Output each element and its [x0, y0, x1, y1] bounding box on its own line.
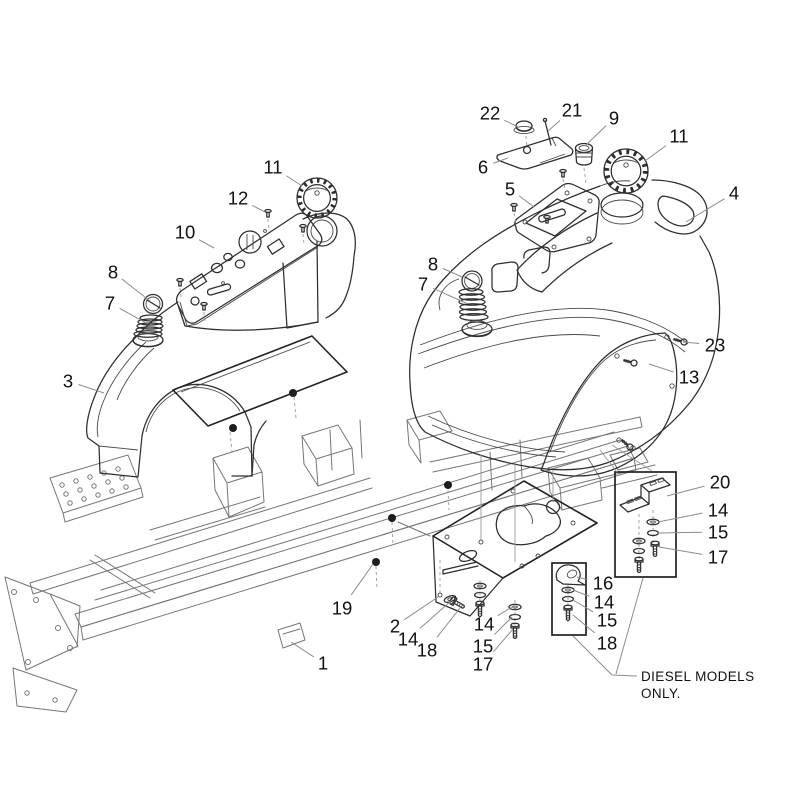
callout-leader-20-29 — [666, 485, 705, 497]
callout-leader-1-0 — [290, 641, 315, 658]
callout-label-11-12: 11 — [263, 157, 282, 178]
diesel-note-line1: DIESEL MODELS — [641, 669, 754, 684]
callout-leader-6-5 — [493, 157, 509, 164]
callout-leader-11-13 — [644, 145, 667, 162]
callout-layer: 1234567878910111112131414141415151516171… — [63, 100, 739, 675]
callout-leader-5-4 — [518, 195, 535, 208]
callout-leader-11-12 — [286, 175, 303, 187]
callout-leader-15-21 — [657, 531, 703, 534]
callout-label-18-26: 18 — [417, 640, 438, 661]
callout-label-22-31: 22 — [480, 103, 501, 124]
callout-label-14-16: 14 — [398, 629, 419, 650]
callout-label-10-11: 10 — [175, 222, 196, 243]
callout-leader-4-3 — [685, 198, 725, 223]
diesel-box-bracket — [599, 444, 677, 578]
callout-label-15-20: 15 — [473, 636, 494, 657]
callout-label-14-19: 14 — [594, 592, 615, 613]
callout-leader-2-1 — [403, 596, 439, 621]
callout-label-15-21: 15 — [708, 522, 729, 543]
fuel-gauge-right — [461, 270, 483, 292]
callout-leader-19-28 — [350, 563, 374, 596]
callout-label-19-28: 19 — [332, 598, 353, 619]
callout-label-6-5: 6 — [478, 157, 488, 178]
diesel-note-leaders — [572, 577, 644, 677]
frame-assembly — [4, 389, 658, 713]
hardware — [442, 580, 522, 640]
callout-label-17-24: 17 — [473, 654, 494, 675]
callout-leader-17-24 — [493, 628, 514, 653]
callout-label-4-3: 4 — [729, 183, 739, 204]
callout-label-14-17: 14 — [474, 614, 495, 635]
callout-label-17-25: 17 — [708, 547, 729, 568]
callout-label-11-13: 11 — [669, 126, 688, 147]
callout-label-3-2: 3 — [63, 371, 73, 392]
callout-leader-22-31 — [504, 119, 519, 128]
callout-label-2-1: 2 — [390, 616, 400, 637]
callout-leader-7-6 — [119, 307, 147, 324]
callout-label-12-14: 12 — [228, 188, 249, 209]
callout-label-13-15: 13 — [679, 367, 700, 388]
side-panel-13 — [540, 332, 678, 477]
callout-label-9-10: 9 — [609, 108, 619, 129]
left-console-assembly — [86, 177, 356, 478]
callout-leader-10-11 — [198, 239, 215, 249]
rubber-boot-right — [458, 288, 493, 338]
callout-label-20-29: 20 — [710, 472, 731, 493]
bracket-20 — [619, 477, 671, 513]
callout-leader-14-17 — [497, 606, 513, 617]
plug-9 — [574, 142, 594, 166]
callout-label-16-23: 16 — [593, 573, 614, 594]
callout-leader-12-14 — [251, 204, 266, 213]
callout-leader-13-15 — [648, 363, 674, 373]
cap-22 — [513, 120, 535, 135]
callout-leader-8-9 — [442, 268, 463, 278]
mount-plate-5 — [514, 182, 600, 253]
diesel-box-clamp — [551, 562, 587, 636]
mounting-plate-2 — [432, 455, 598, 617]
callout-label-7-8: 7 — [418, 274, 428, 295]
callout-leader-18-27 — [572, 614, 595, 634]
callout-label-23-32: 23 — [705, 335, 726, 356]
callout-leader-14-19 — [572, 589, 590, 597]
right-tank-assembly — [409, 117, 721, 477]
fuel-cap-right — [603, 148, 649, 194]
callout-leader-9-10 — [584, 125, 607, 147]
callout-leader-7-8 — [432, 287, 467, 304]
callout-label-18-27: 18 — [597, 633, 618, 654]
rubber-boot-left — [132, 314, 164, 348]
callout-label-8-7: 8 — [108, 262, 118, 283]
fuel-gauge-left — [142, 293, 164, 315]
perforated-plate-holes — [59, 466, 129, 506]
callout-label-7-6: 7 — [105, 293, 115, 314]
clamp-16 — [555, 564, 586, 586]
callout-leader-14-18 — [657, 512, 703, 523]
pin-21 — [544, 120, 552, 146]
callout-leader-17-25 — [658, 546, 703, 555]
callout-leader-3-2 — [78, 384, 105, 394]
callout-leader-14-16 — [419, 600, 452, 629]
callout-label-21-30: 21 — [562, 100, 583, 121]
callout-label-5-4: 5 — [505, 179, 515, 200]
callout-leader-21-30 — [547, 120, 561, 132]
callout-leader-23-32 — [682, 341, 700, 345]
cover-plate-6 — [496, 136, 574, 170]
panel-holes — [189, 229, 285, 306]
callout-label-1-0: 1 — [318, 653, 328, 674]
panel-screw-12 — [264, 208, 272, 218]
callout-leader-8-7 — [121, 278, 151, 302]
callout-label-14-18: 14 — [708, 500, 729, 521]
callout-leader-15-22 — [572, 599, 594, 613]
callout-leader-18-26 — [436, 607, 461, 638]
diesel-note-line2: ONLY. — [641, 686, 681, 701]
callout-leader-15-20 — [493, 616, 513, 636]
callout-leader-16-23 — [576, 576, 588, 580]
callout-label-8-9: 8 — [428, 254, 438, 275]
callout-label-15-22: 15 — [597, 610, 618, 631]
fuel-cap-left — [296, 177, 338, 219]
